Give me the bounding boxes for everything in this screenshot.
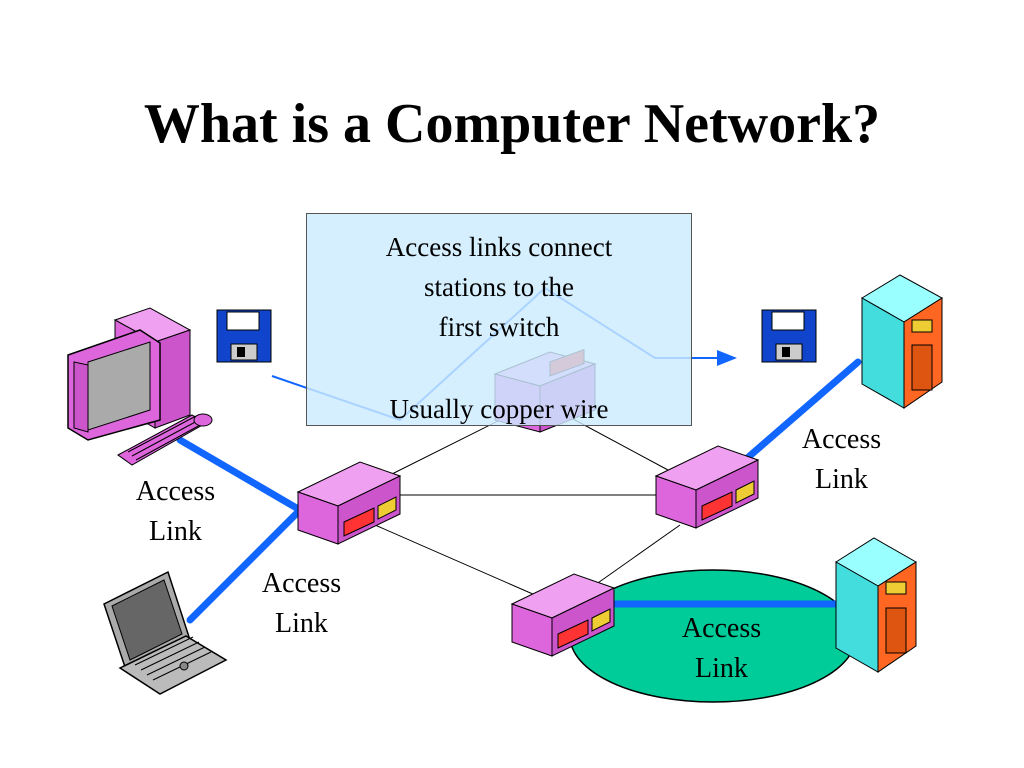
- server-icon: [861, 274, 943, 409]
- access-link-label-bottom-left: Access Link: [261, 568, 342, 639]
- callout-line: Access links connect: [385, 232, 613, 262]
- desktop-pc-icon: [67, 307, 213, 466]
- floppy-disk-icon: [216, 309, 272, 363]
- laptop-icon: [103, 570, 228, 695]
- callout-box: Access links connect stations to the fir…: [306, 213, 692, 426]
- server-icon: [835, 537, 917, 673]
- access-link-label-bottom-right: Access Link: [681, 613, 762, 684]
- access-link-label-right: Access Link: [801, 424, 882, 495]
- trunk-links: [374, 409, 681, 596]
- callout-line: first switch: [438, 312, 560, 342]
- trunk-link: [374, 524, 536, 596]
- switch-icon: [510, 573, 616, 657]
- callout-note: Usually copper wire: [389, 394, 609, 424]
- access-link-laptop: [186, 506, 304, 624]
- switch-icon: [654, 445, 760, 529]
- switch-icon: [296, 461, 402, 545]
- callout-line: stations to the: [424, 272, 574, 302]
- slide-title: What is a Computer Network?: [143, 93, 881, 155]
- access-link-desktop: [176, 436, 304, 514]
- access-links: [176, 358, 862, 624]
- floppy-disk-icon: [761, 309, 817, 363]
- trunk-link: [594, 524, 681, 586]
- access-link-label-left: Access Link: [135, 476, 216, 547]
- access-link-server-top: [741, 358, 862, 464]
